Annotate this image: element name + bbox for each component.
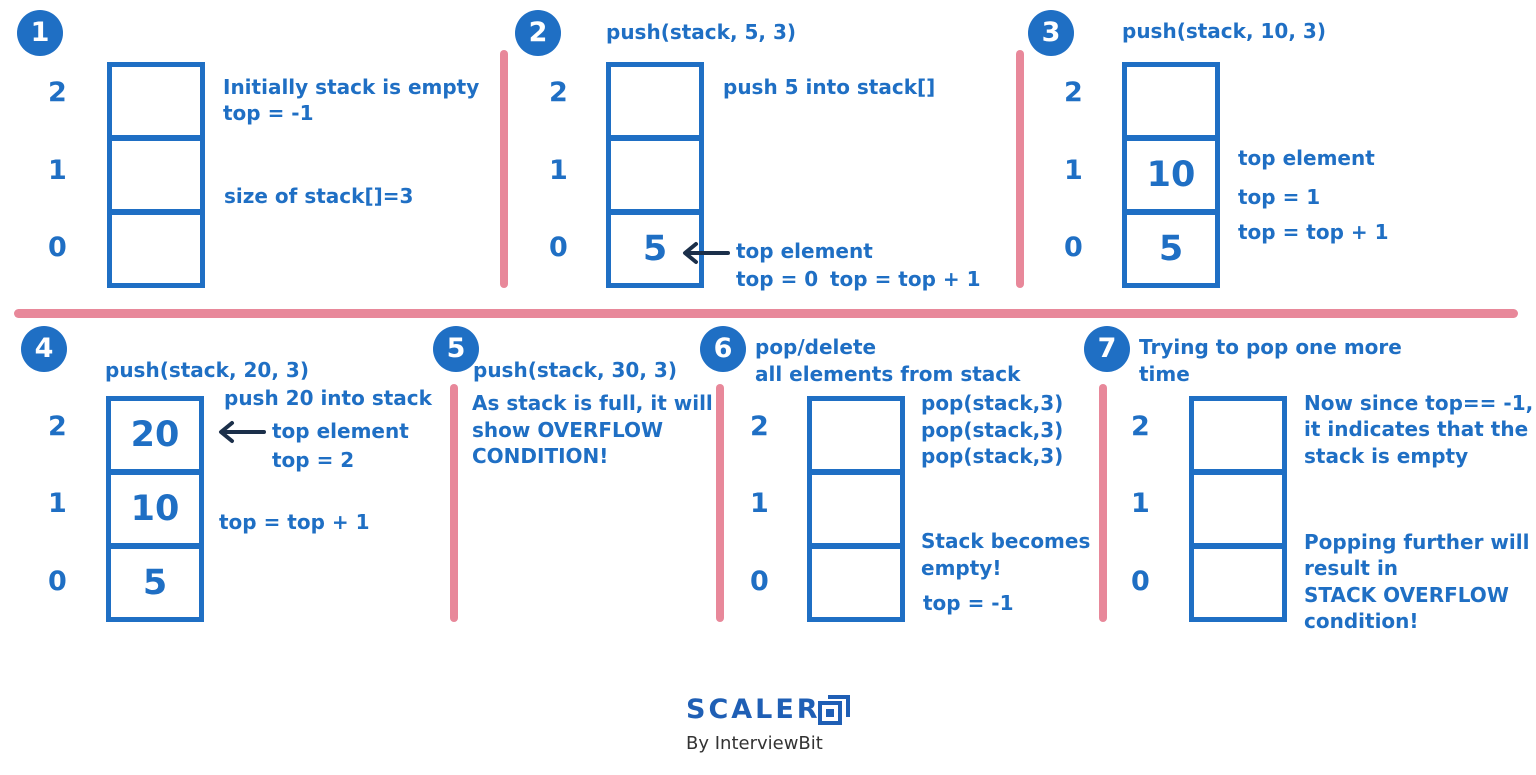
index-2: 2 [48,411,67,442]
note: top = top + 1 [1238,220,1389,244]
step-badge-5: 5 [433,326,479,372]
divider-6-7 [1099,384,1107,622]
note: CONDITION! [472,444,609,468]
stack-4: 20 10 5 [106,396,204,622]
note: push 5 into stack[] [723,75,936,99]
scaler-logo-icon [818,695,850,725]
stack-cell-0 [807,544,905,622]
index-1: 1 [750,488,769,519]
index-0: 0 [48,566,67,597]
note: Stack becomes [921,529,1091,553]
note: empty! [921,556,1002,580]
index-0: 0 [549,232,568,263]
stack-cell-0 [1189,544,1287,622]
stack-cell-1 [807,470,905,548]
panel-title: time [1139,362,1190,386]
index-0: 0 [750,566,769,597]
index-2: 2 [48,77,67,108]
index-1: 1 [549,155,568,186]
left-arrow-icon [219,421,266,443]
note: top element [1238,146,1375,170]
index-2: 2 [750,411,769,442]
panel-title: push(stack, 10, 3) [1122,19,1326,43]
stack-cell-2 [1122,62,1220,140]
panel-title: Trying to pop one more [1139,335,1402,359]
note: pop(stack,3) [921,444,1064,468]
step-badge-6: 6 [700,326,746,372]
stack-3: 10 5 [1122,62,1220,288]
index-1: 1 [1131,488,1150,519]
note: top = 2 [272,448,355,472]
note: top = top + 1 [219,510,370,534]
index-0: 0 [1064,232,1083,263]
note: top = 0 [736,267,819,291]
divider-5-6 [716,384,724,622]
note: As stack is full, it will [472,391,713,415]
brand-name: SCALER [686,694,821,725]
panel-title: all elements from stack [755,362,1021,386]
note: stack is empty [1304,444,1469,468]
stack-cell-1 [1189,470,1287,548]
note: push 20 into stack [224,386,432,410]
note: it indicates that the [1304,417,1529,441]
stack-cell-1: 10 [106,470,204,548]
stack-cell-1 [606,136,704,214]
stack-cell-0 [107,210,205,288]
divider-1-2 [500,50,508,288]
stack-cell-2 [1189,396,1287,474]
note: Initially stack is empty [223,75,480,99]
note: top element [272,419,409,443]
brand-byline: By InterviewBit [686,733,823,754]
divider-4-5 [450,384,458,622]
stack-cell-0: 5 [106,544,204,622]
left-arrow-icon [683,242,730,264]
panel-title: push(stack, 20, 3) [105,358,309,382]
step-badge-4: 4 [21,326,67,372]
divider-2-3 [1016,50,1024,288]
step-badge-7: 7 [1084,326,1130,372]
note: top = -1 [923,591,1014,615]
stack-cell-0: 5 [1122,210,1220,288]
stack-7 [1189,396,1287,622]
stack-1 [107,62,205,288]
stack-cell-2 [606,62,704,140]
note: Popping further will [1304,530,1530,554]
note: top element [736,239,873,263]
note: show OVERFLOW [472,418,664,442]
panel-title: push(stack, 30, 3) [473,358,677,382]
stack-cell-1: 10 [1122,136,1220,214]
note: pop(stack,3) [921,391,1064,415]
note: Now since top== -1, [1304,391,1534,415]
horizontal-divider [14,309,1518,318]
step-badge-2: 2 [515,10,561,56]
note: condition! [1304,609,1419,633]
panel-title: pop/delete [755,335,877,359]
stack-cell-0: 5 [606,210,704,288]
index-2: 2 [549,77,568,108]
index-0: 0 [48,232,67,263]
note: pop(stack,3) [921,418,1064,442]
index-1: 1 [48,155,67,186]
stack-cell-2: 20 [106,396,204,474]
panel-title: push(stack, 5, 3) [606,20,797,44]
stack-cell-2 [807,396,905,474]
stack-6 [807,396,905,622]
note: top = -1 [223,101,314,125]
stack-cell-1 [107,136,205,214]
note: top = top + 1 [830,267,981,291]
step-badge-1: 1 [17,10,63,56]
note: top = 1 [1238,185,1321,209]
index-2: 2 [1064,77,1083,108]
note: size of stack[]=3 [224,184,414,208]
stack-cell-2 [107,62,205,140]
index-1: 1 [48,488,67,519]
note: STACK OVERFLOW [1304,583,1509,607]
step-badge-3: 3 [1028,10,1074,56]
index-0: 0 [1131,566,1150,597]
note: result in [1304,556,1399,580]
index-1: 1 [1064,155,1083,186]
index-2: 2 [1131,411,1150,442]
stack-2: 5 [606,62,704,288]
